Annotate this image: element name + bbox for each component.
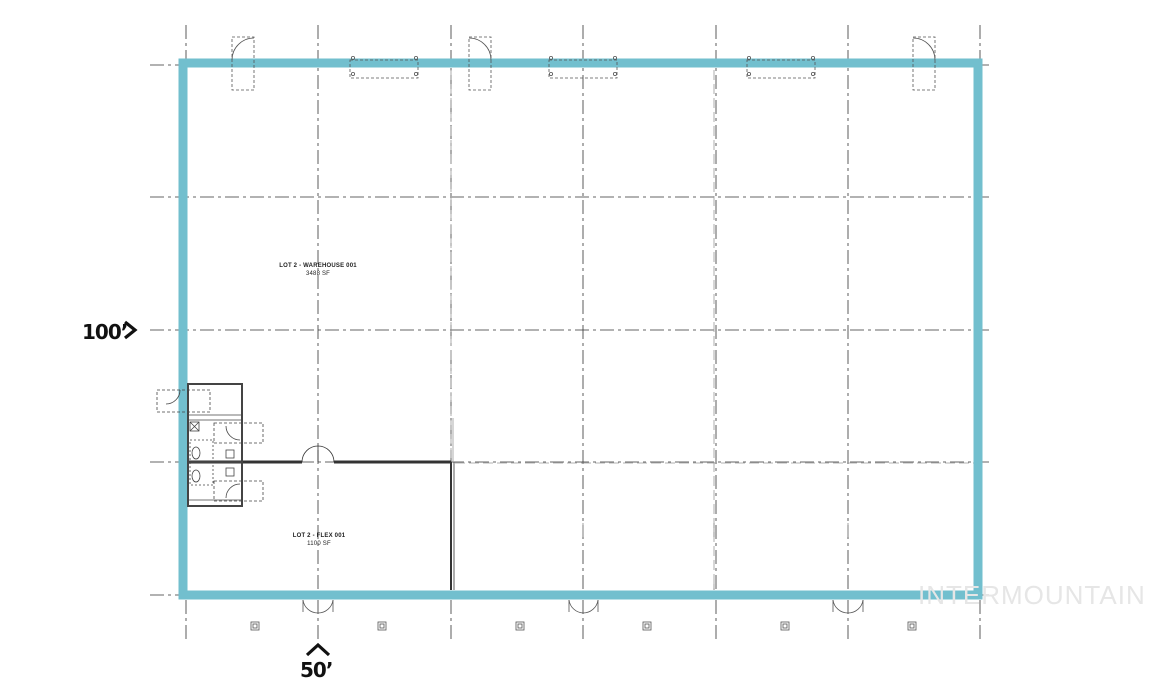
chevron-right-icon	[124, 320, 138, 340]
warehouse-room-name: LOT 2 - WAREHOUSE 001	[279, 263, 357, 269]
flex-partition-walls	[188, 418, 455, 590]
bottom-openings	[250, 599, 917, 631]
exterior-wall	[178, 58, 983, 600]
interior-reference-lines	[450, 70, 975, 590]
top-openings	[231, 36, 936, 91]
flex-room-area: 1100 SF	[307, 541, 331, 547]
horizontal-dimension-label: 50’	[300, 658, 333, 682]
watermark-text: INTERMOUNTAIN	[918, 580, 1146, 610]
interior-markers	[582, 523, 849, 590]
warehouse-room-area: 3488 SF	[305, 271, 331, 277]
flex-room-label: LOT 2 - FLEX 001 1100 SF	[269, 532, 369, 548]
restroom-core	[156, 383, 264, 507]
warehouse-room-label: LOT 2 - WAREHOUSE 001 3488 SF	[258, 262, 378, 278]
flex-room-name: LOT 2 - FLEX 001	[292, 533, 346, 539]
vertical-dimension-label: 100’	[82, 320, 128, 344]
chevron-up-icon	[305, 642, 331, 657]
